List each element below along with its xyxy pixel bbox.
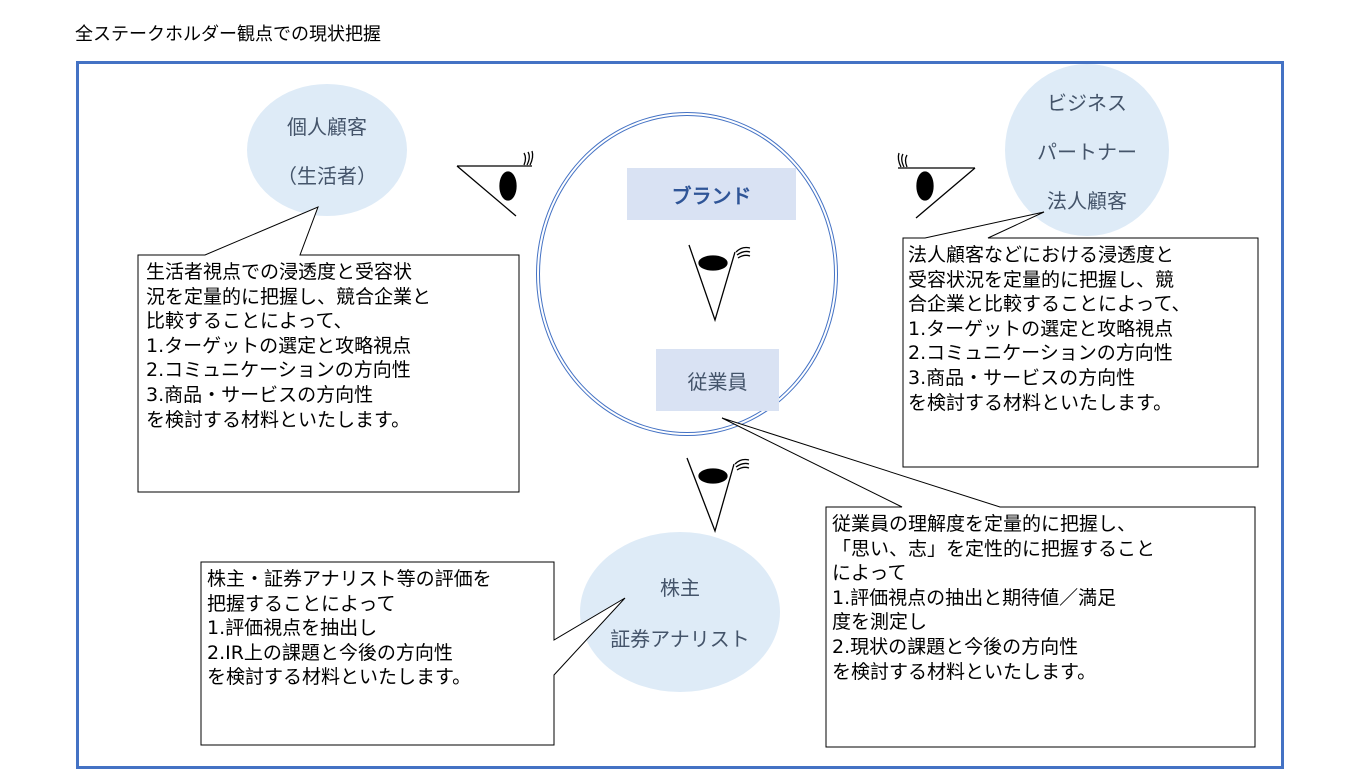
brand-label: ブランド <box>627 168 796 220</box>
callout-line: 3.商品・サービスの方向性 <box>908 366 1136 389</box>
callout-employees-shape <box>721 417 1256 748</box>
eye-icon <box>686 457 750 534</box>
callout-line: 2.IR上の課題と今後の方向性 <box>207 641 453 664</box>
callout-business: 法人顧客などにおける浸透度と 受容状況を定量的に把握し、競 合企業と比較すること… <box>908 243 1191 415</box>
callout-line: 1.ターゲットの選定と攻略視点 <box>908 317 1174 340</box>
callout-business-shape <box>902 211 1259 468</box>
callout-line: 法人顧客などにおける浸透度と <box>908 244 1175 266</box>
stakeholder-label: 個人顧客 <box>287 115 367 139</box>
callout-line: 1.評価視点を抽出し <box>207 617 378 640</box>
stakeholder-shareholders: 株主 証券アナリスト <box>580 532 780 692</box>
callout-line: を検討する材料といたします。 <box>146 408 411 431</box>
callout-line: 生活者視点での浸透度と受容状 <box>146 261 413 283</box>
stakeholder-label: （生活者） <box>277 164 377 188</box>
employees-label: 従業員 <box>656 349 779 411</box>
callout-line: 受容状況を定量的に把握し、競 <box>908 268 1175 291</box>
callout-line: 従業員の理解度を定量的に把握し、 <box>832 513 1137 535</box>
callout-line: を検討する材料といたします。 <box>908 391 1173 414</box>
callout-shareholders-shape <box>200 561 626 746</box>
callout-line: 把握することによって <box>207 592 396 615</box>
callout-line: 3.商品・サービスの方向性 <box>146 383 374 406</box>
stakeholder-label: 法人顧客 <box>1047 188 1127 213</box>
page-title: 全ステークホルダー観点での現状把握 <box>75 24 381 45</box>
stakeholder-business-partner: ビジネス パートナー 法人顧客 <box>1005 64 1169 236</box>
callout-line: 1.ターゲットの選定と攻略視点 <box>146 334 412 357</box>
callout-line: 比較することによって、 <box>146 310 353 333</box>
diagram-frame <box>76 61 1284 769</box>
callout-line: 2.コミュニケーションの方向性 <box>908 342 1173 365</box>
callout-line: 況を定量的に把握し、競合企業と <box>146 285 432 308</box>
brand-circle <box>536 112 838 436</box>
callout-line: 2.現状の課題と今後の方向性 <box>832 635 1079 658</box>
callout-line: 株主・証券アナリスト等の評価を <box>207 568 492 590</box>
callout-line: 度を測定し <box>832 611 928 634</box>
stakeholder-label: 証券アナリスト <box>610 627 750 651</box>
stakeholder-label: パートナー <box>1037 139 1137 164</box>
callout-line: を検討する材料といたします。 <box>832 660 1097 683</box>
callout-employees: 従業員の理解度を定量的に把握し、 「思い、志」を定性的に把握すること によって … <box>832 512 1155 684</box>
callout-line: を検討する材料といたします。 <box>207 666 472 689</box>
callout-line: 合企業と比較することによって、 <box>908 293 1191 316</box>
callout-line: 「思い、志」を定性的に把握すること <box>832 537 1156 560</box>
callout-individual: 生活者視点での浸透度と受容状 況を定量的に把握し、競合企業と 比較することによっ… <box>146 260 431 432</box>
stakeholder-individual-customer: 個人顧客 （生活者） <box>247 84 407 216</box>
eye-icon <box>456 150 534 217</box>
stakeholder-label: ビジネス <box>1047 90 1127 115</box>
callout-line: 2.コミュニケーションの方向性 <box>146 359 411 382</box>
callout-individual-shape <box>137 206 520 493</box>
callout-line: 1.評価視点の抽出と期待値／満足 <box>832 586 1117 609</box>
eye-icon <box>897 152 976 219</box>
callout-shareholders: 株主・証券アナリスト等の評価を 把握することによって 1.評価視点を抽出し 2.… <box>207 567 492 690</box>
eye-icon <box>688 244 751 323</box>
callout-line: によって <box>832 562 907 585</box>
stakeholder-label: 株主 <box>660 576 700 600</box>
